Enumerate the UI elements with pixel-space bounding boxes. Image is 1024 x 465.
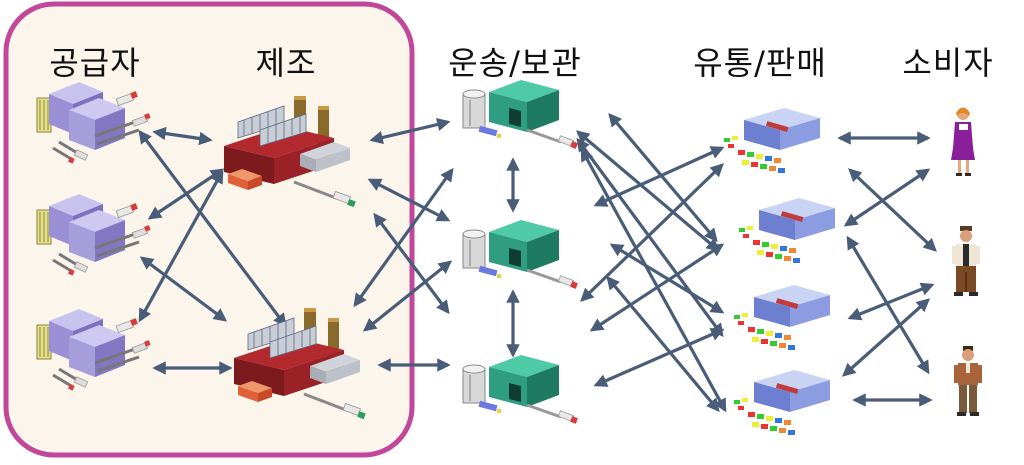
consumer-person-icon [952,226,980,296]
warehouse-icon [461,78,580,151]
flow-arrow [841,298,931,377]
consumer-person-icon [951,107,975,176]
column-header-transport: 운송/보관 [448,44,582,82]
column-header-consumer: 소비자 [902,44,994,82]
flow-arrow [589,243,725,332]
flow-arrow [138,169,224,323]
store-icon [734,370,830,435]
column-header-distribution: 유통/판매 [693,44,827,82]
flow-arrow [373,212,450,315]
flow-arrow [609,243,725,314]
flow-arrow [369,117,451,145]
flow-arrow [843,168,931,227]
flow-arrow [848,168,937,252]
column-header-manufacturing: 제조 [255,44,317,82]
warehouse-icon [461,218,580,291]
flow-arrow [593,328,725,387]
warehouse-icon [461,353,580,426]
flow-arrow [593,146,725,207]
consumer-person-icon [954,346,982,416]
flow-arrow [576,137,724,338]
store-icon [724,108,820,173]
flow-arrows [138,112,937,413]
flow-arrow [846,235,930,375]
store-icon [739,198,835,263]
store-icon [734,285,830,350]
column-header-supplier: 공급자 [49,44,141,82]
flow-arrow [608,112,718,243]
